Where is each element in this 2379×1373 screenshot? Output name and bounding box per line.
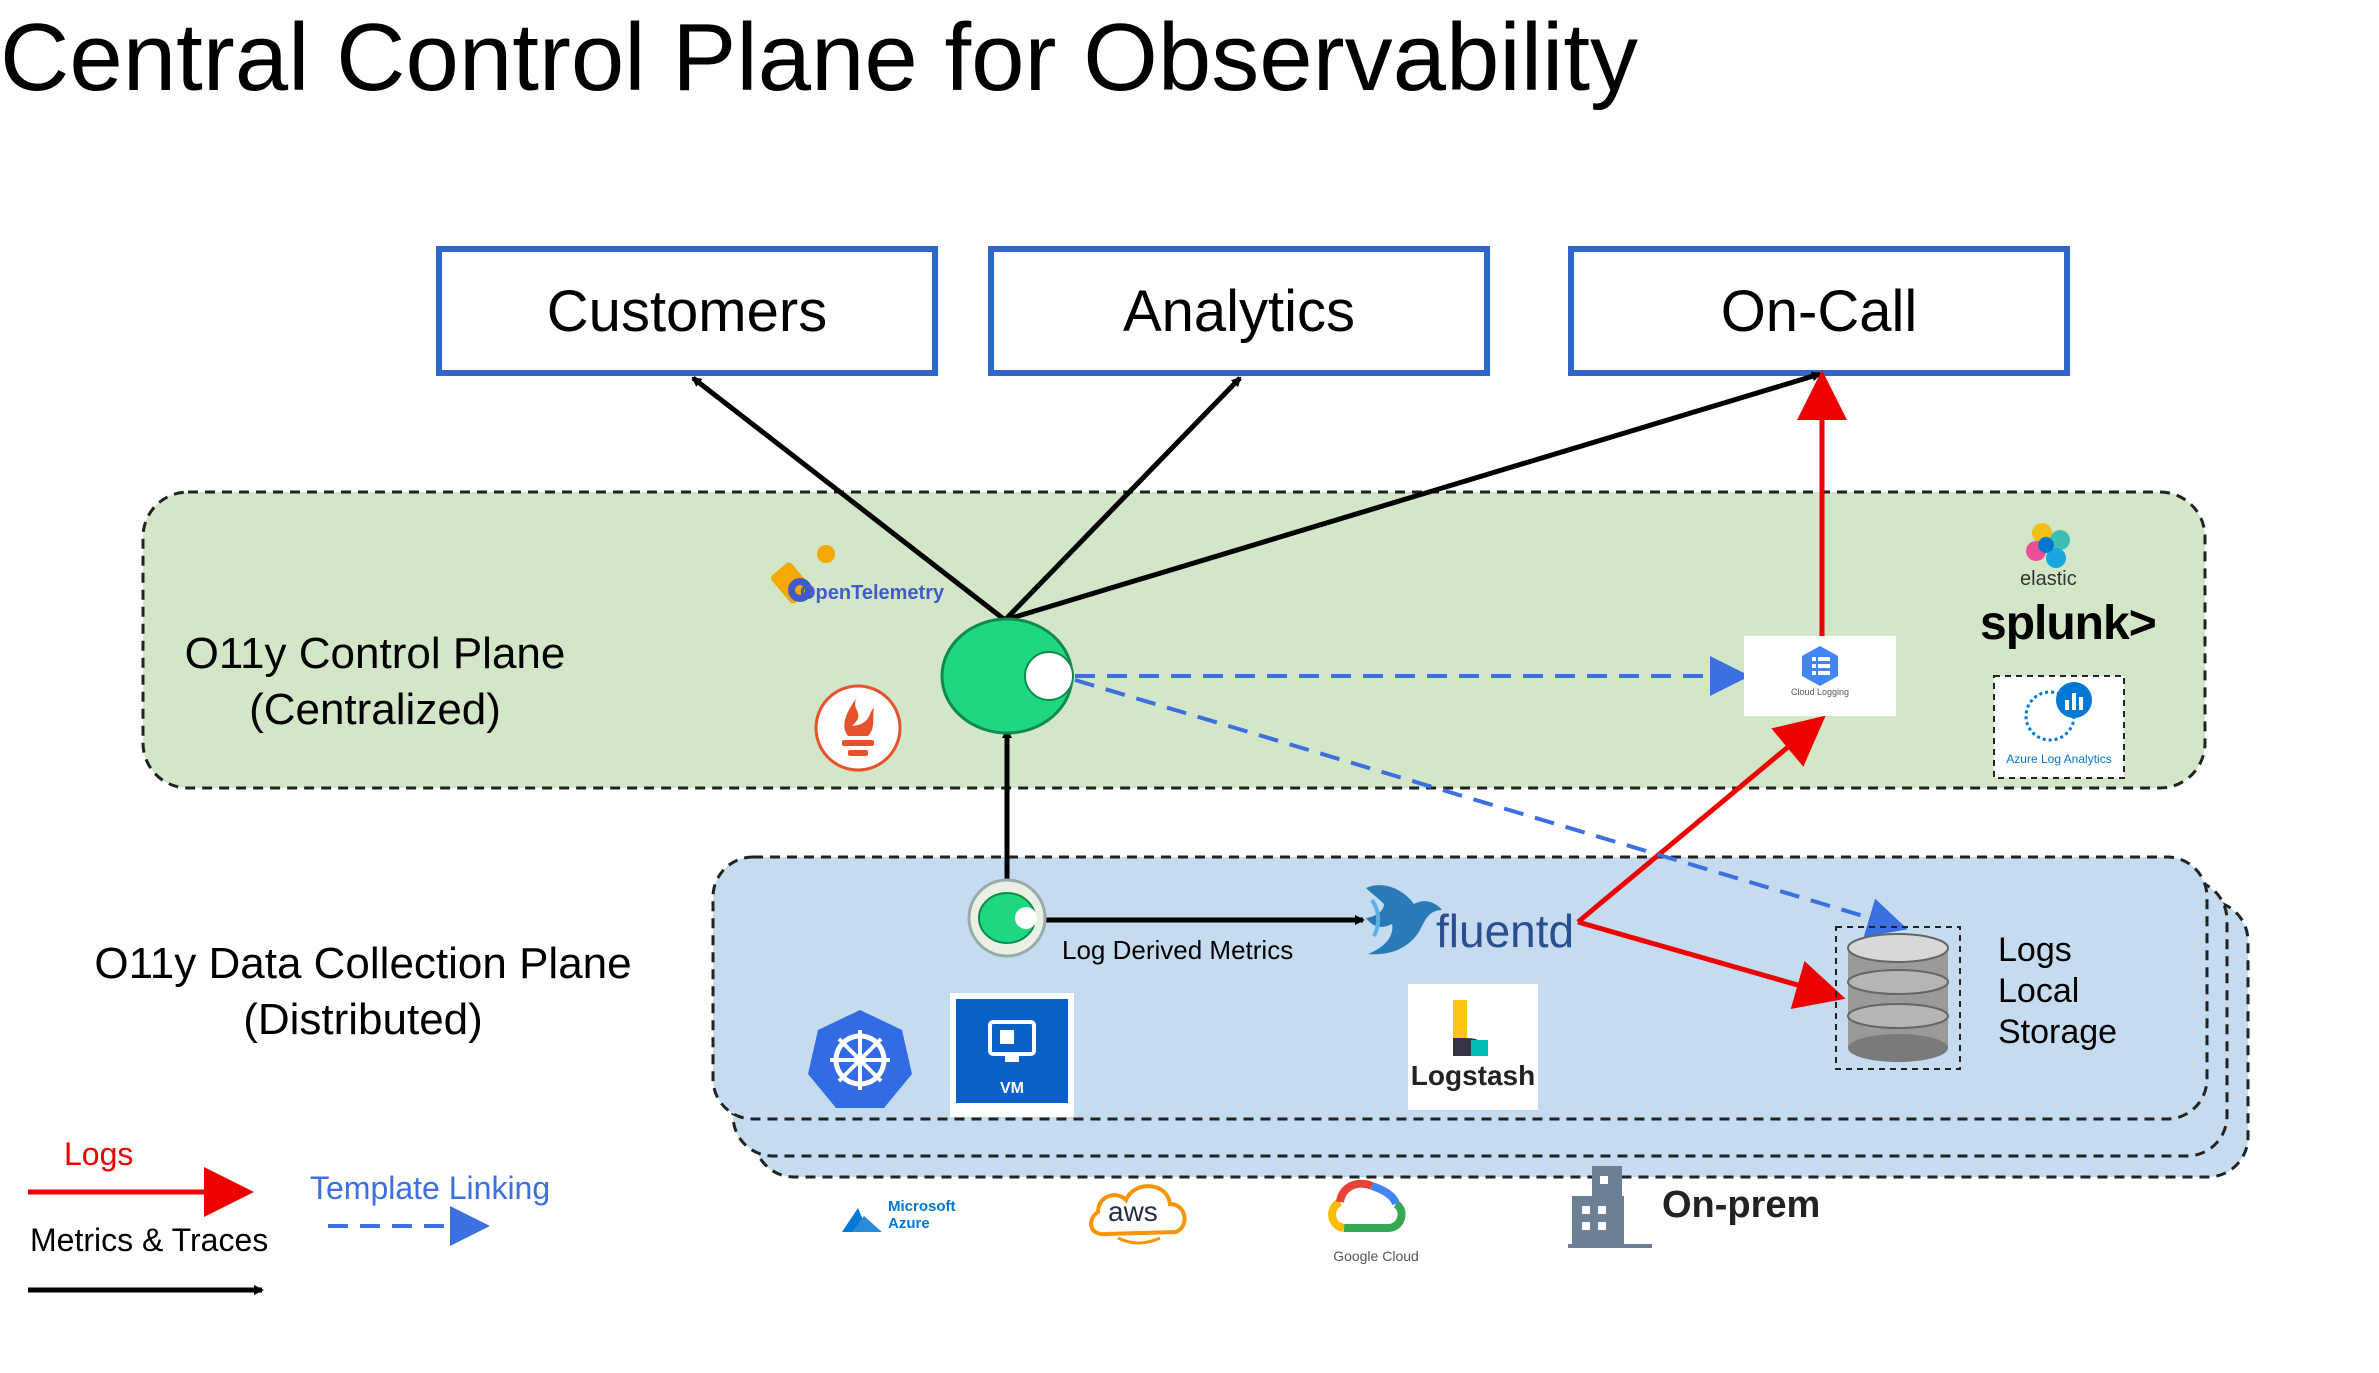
legend-logs-label: Logs <box>64 1136 134 1172</box>
logs-local-storage-line1: Logs <box>1998 931 2072 969</box>
splunk-label: splunk> <box>1980 597 2157 650</box>
cloud-logging-icon <box>1802 646 1838 686</box>
fluentd-bird-icon <box>1366 885 1442 955</box>
legend-template-linking-label: Template Linking <box>310 1170 551 1206</box>
logs-local-storage-line3: Storage <box>1998 1012 2118 1051</box>
opentelemetry-logo-icon <box>771 545 835 604</box>
control-plane-label-line2: (Centralized) <box>249 685 501 735</box>
logstash-icon <box>1453 1000 1488 1056</box>
observability-hub <box>940 617 1074 735</box>
opentelemetry-label: OpenTelemetry <box>800 582 945 604</box>
customers-box: Customers <box>436 246 938 376</box>
azure-log-analytics-icon <box>2024 682 2092 742</box>
metrics-arrow-to-on-call <box>1004 371 1822 623</box>
on-prem-label: On-prem <box>1662 1184 1821 1226</box>
azure-label-line1: Microsoft <box>888 1198 956 1215</box>
control-plane-label: O11y Control Plane (Centralized) <box>150 626 600 739</box>
legend-metrics-traces-label: Metrics & Traces <box>30 1222 269 1258</box>
azure-label: Microsoft Azure <box>888 1198 956 1232</box>
collection-agent <box>967 878 1047 958</box>
cloud-logging-label: Cloud Logging <box>1790 687 1850 697</box>
metrics-arrow-to-analytics <box>1003 376 1242 622</box>
vm-icon-background <box>956 999 1068 1103</box>
aws-label: aws <box>1108 1196 1158 1227</box>
elastic-label: elastic <box>2020 568 2077 590</box>
prometheus-icon <box>814 684 902 772</box>
fluentd-label: fluentd <box>1436 905 1575 957</box>
logs-local-storage-label: Logs Local Storage <box>1998 930 2117 1052</box>
logs-local-storage-line2: Local <box>1998 971 2080 1010</box>
vm-label: VM <box>1000 1080 1024 1097</box>
page-title: Central Control Plane for Observability <box>0 4 1639 111</box>
collection-plane-label: O11y Data Collection Plane (Distributed) <box>60 936 666 1049</box>
elastic-logo-icon <box>2026 523 2070 568</box>
logs-arrow-fluentd-to-cloud-logging <box>1576 715 1826 924</box>
azure-label-line2: Azure <box>888 1214 930 1232</box>
logstash-label: Logstash <box>1410 1060 1536 1091</box>
vm-icon <box>988 1020 1036 1062</box>
google-cloud-logo-icon <box>1328 1179 1406 1232</box>
template-arrow-to-storage <box>1074 678 1908 937</box>
metrics-arrow-to-customers <box>691 376 1007 622</box>
control-plane-region <box>141 490 2207 790</box>
analytics-box: Analytics <box>988 246 1490 376</box>
azure-log-analytics-label: Azure Log Analytics <box>2006 752 2112 766</box>
log-derived-metrics-label: Log Derived Metrics <box>1062 935 1294 965</box>
database-icon <box>1847 933 1949 1062</box>
collection-plane-label-line1: O11y Data Collection Plane <box>94 939 632 988</box>
control-plane-label-line1: O11y Control Plane <box>184 629 566 678</box>
kubernetes-icon <box>808 1010 912 1108</box>
aws-logo-icon <box>1089 1184 1187 1245</box>
google-cloud-label: Google Cloud <box>1333 1248 1419 1264</box>
azure-logo-icon <box>842 1208 882 1232</box>
collection-plane-label-line2: (Distributed) <box>243 995 483 1045</box>
building-icon <box>1568 1166 1652 1248</box>
logs-arrow-fluentd-to-storage <box>1577 919 1846 1010</box>
